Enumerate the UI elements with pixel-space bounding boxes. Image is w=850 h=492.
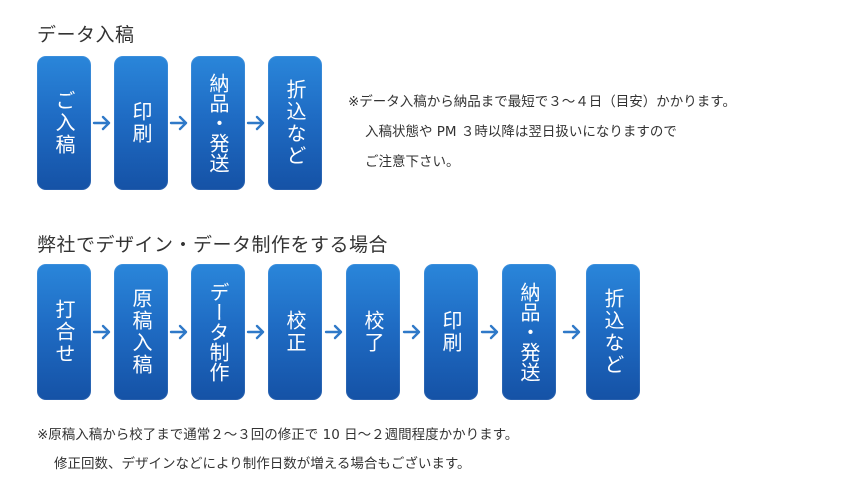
step-box-final-proof: 校了 [346,264,400,400]
step-box-print: 印刷 [114,56,168,190]
section1-note-1: ※データ入稿から納品まで最短で３〜４日（目安）かかります。 [348,94,736,110]
arrow-right-icon [246,324,265,340]
arrow-right-icon [480,324,499,340]
step-box-manuscript: 原稿入稿 [114,264,168,400]
step-box-proof: 校正 [268,264,322,400]
arrow-right-icon [402,324,421,340]
section2-note-2: 修正回数、デザインなどにより制作日数が増える場合もございます。 [54,456,471,472]
arrow-right-icon [92,324,111,340]
arrow-right-icon [169,115,188,131]
step-box-delivery: 納品・発送 [191,56,245,190]
section1-note-2: 入稿状態や PM ３時以降は翌日扱いになりますので [365,124,677,140]
section1-title: データ入稿 [37,24,135,46]
step-box-insert: 折込など [268,56,322,190]
step-box-delivery: 納品・発送 [502,264,556,400]
step-box-submit: ご入稿 [37,56,91,190]
arrow-right-icon [324,324,343,340]
step-box-insert: 折込など [586,264,640,400]
arrow-right-icon [92,115,111,131]
section2-title: 弊社でデザイン・データ制作をする場合 [37,234,389,256]
section2-note-1: ※原稿入稿から校了まで通常２〜３回の修正で 10 日〜２週間程度かかります。 [37,427,519,443]
step-box-meeting: 打合せ [37,264,91,400]
step-box-data-production: データ制作 [191,264,245,400]
arrow-right-icon [562,324,581,340]
section1-note-3: ご注意下さい。 [365,154,460,170]
arrow-right-icon [246,115,265,131]
arrow-right-icon [169,324,188,340]
step-box-print: 印刷 [424,264,478,400]
